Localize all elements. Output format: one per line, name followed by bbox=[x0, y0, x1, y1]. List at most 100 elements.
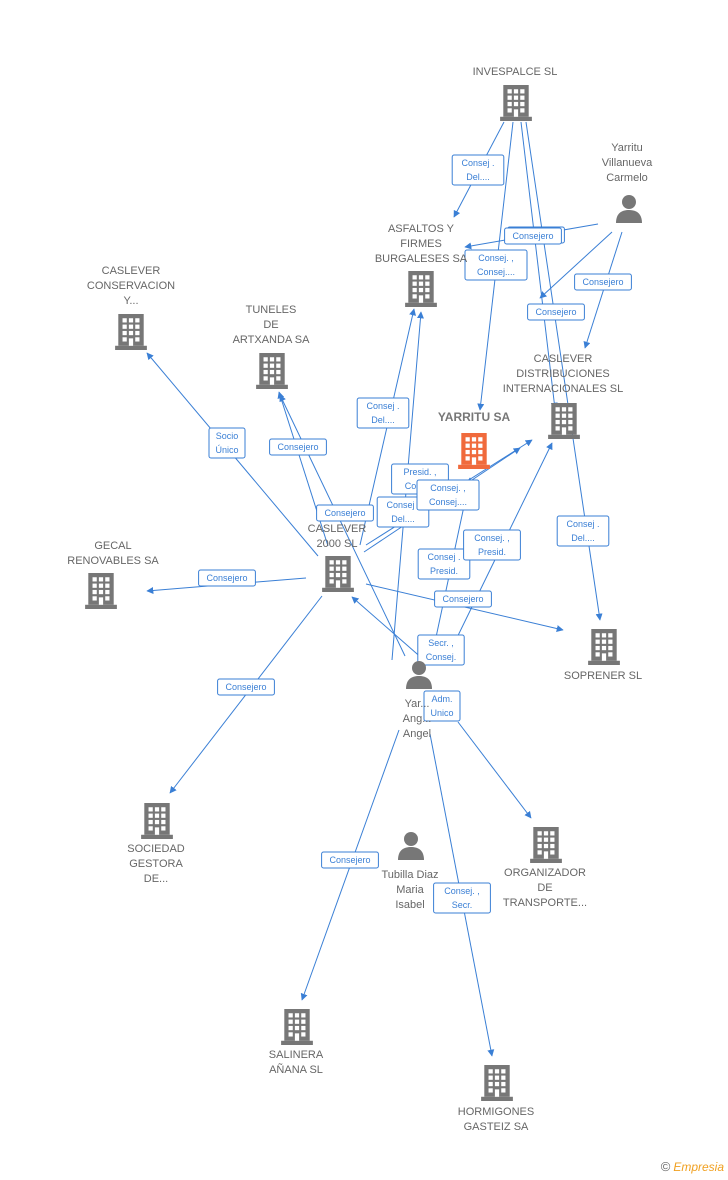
node-label: CONSERVACION bbox=[87, 280, 175, 292]
edge-label-invespalce-to-asfaltos[interactable]: Consej .Del.... bbox=[451, 154, 505, 186]
edge-label-box bbox=[504, 227, 562, 245]
node-yarritu_angel[interactable]: Yar...Ang...Angel bbox=[403, 661, 432, 740]
building-icon bbox=[322, 556, 354, 592]
edge-label-box bbox=[269, 438, 327, 456]
brand-name: Empresia bbox=[673, 1160, 724, 1174]
edge-label-box bbox=[321, 851, 379, 869]
edge-label-text: Consejero bbox=[206, 573, 247, 583]
edge-label-yarritu_villanueva-to-caslever_dist[interactable]: Consejero bbox=[527, 303, 585, 321]
node-label: TRANSPORTE... bbox=[503, 897, 587, 909]
edge-label-yarritu_angel-to-caslever_dist[interactable]: Consej. , Presid. bbox=[463, 529, 521, 561]
node-hormigones[interactable]: HORMIGONES GASTEIZ SA bbox=[458, 1065, 534, 1133]
footer-brand[interactable]: ©Empresia bbox=[661, 1159, 724, 1174]
edge-label-box bbox=[434, 590, 492, 608]
edge-label-text: Consej. bbox=[426, 652, 457, 662]
edge-label-yarritu_angel-to-asfaltos[interactable]: Consej .Presid. bbox=[417, 548, 471, 580]
edge-label-box bbox=[433, 882, 491, 914]
node-label: TUNELES bbox=[246, 304, 297, 316]
edge-yarritu_angel-to-caslever2000 bbox=[351, 596, 425, 661]
edge-label-yarritu_angel-to-salinera[interactable]: Consejero bbox=[321, 851, 379, 869]
edge-label-text: Secr. bbox=[452, 900, 473, 910]
node-label: GASTEIZ SA bbox=[464, 1121, 529, 1133]
edge-label-yarritu_angel-to-caslever2000[interactable]: Secr. , Consej. bbox=[417, 634, 465, 666]
edge-label-text: Consej . bbox=[461, 158, 494, 168]
edge-label-text: Consej.... bbox=[429, 497, 467, 507]
edge-label-text: Presid. bbox=[430, 566, 458, 576]
edge-label-invespalce-to-soprener[interactable]: Consej .Del.... bbox=[556, 515, 610, 547]
edge-label-text: Unico bbox=[430, 708, 453, 718]
edge-label-text: Consejero bbox=[324, 508, 365, 518]
node-label: CASLEVER bbox=[308, 523, 367, 535]
node-label: DE bbox=[537, 882, 552, 894]
edge-label-box bbox=[463, 529, 521, 561]
edge-label-text: Consej. , bbox=[474, 533, 510, 543]
node-label: DE... bbox=[144, 873, 168, 885]
edge-label-yarritu_angel-to-tuneles[interactable]: Consejero bbox=[316, 504, 374, 522]
edge-label-text: Socio bbox=[216, 431, 239, 441]
edge-label-text: Consej. , bbox=[444, 886, 480, 896]
node-sociedad[interactable]: SOCIEDAD GESTORA DE... bbox=[127, 803, 185, 885]
node-label: Maria bbox=[396, 884, 424, 896]
node-label: Angel bbox=[403, 728, 431, 740]
node-label: Isabel bbox=[395, 899, 424, 911]
edge-label-yarritu_angel-to-yarritu_sa[interactable]: Consej. ,Consej.... bbox=[416, 479, 480, 511]
node-label: AÑANA SL bbox=[269, 1063, 323, 1076]
edge-label-yarritu_villanueva-to-caslever_dist[interactable]: Consejero bbox=[574, 273, 632, 291]
edge-label-text: Consejero bbox=[442, 594, 483, 604]
node-label: YARRITU SA bbox=[438, 410, 511, 424]
edge-label-yarritu_angel-to-hormigones[interactable]: Consej. , Secr. bbox=[433, 882, 491, 914]
edge-label-text: Consej . bbox=[366, 401, 399, 411]
building-icon bbox=[141, 803, 173, 839]
node-label: Carmelo bbox=[606, 172, 648, 184]
node-label: SOCIEDAD bbox=[127, 843, 185, 855]
building-icon bbox=[281, 1009, 313, 1045]
node-label: HORMIGONES bbox=[458, 1106, 534, 1118]
edge-label-text: Presid. bbox=[478, 547, 506, 557]
edge-label-text: Consejero bbox=[329, 855, 370, 865]
building-icon bbox=[481, 1065, 513, 1101]
edge-label-text: Consej . bbox=[566, 519, 599, 529]
edge-label-caslever2000-to-asfaltos[interactable]: Consej .Del.... bbox=[356, 397, 410, 429]
edge-label-caslever2000-to-soprener[interactable]: Consejero bbox=[434, 590, 492, 608]
edge-label-text: Adm. bbox=[431, 694, 452, 704]
building-icon bbox=[85, 573, 117, 609]
node-organizador[interactable]: ORGANIZADOR DE TRANSPORTE... bbox=[503, 827, 587, 909]
edge-label-text: Secr. , bbox=[428, 638, 454, 648]
person-icon bbox=[398, 832, 424, 860]
edge-label-box bbox=[556, 515, 610, 547]
edge-label-box bbox=[423, 690, 461, 722]
node-yarritu_sa[interactable]: YARRITU SA bbox=[438, 410, 511, 469]
node-caslever_cons[interactable]: CASLEVERCONSERVACIONY... bbox=[87, 265, 175, 350]
edge-label-caslever2000-to-yarritu_sa[interactable]: Consej .Del.... bbox=[376, 496, 430, 528]
edge-label-box bbox=[574, 273, 632, 291]
node-invespalce[interactable]: INVESPALCE SL bbox=[473, 66, 558, 121]
edge-label-yarritu_angel-to-organizador[interactable]: Adm. Unico bbox=[423, 690, 461, 722]
node-label: ORGANIZADOR bbox=[504, 867, 586, 879]
edge-label-box bbox=[316, 504, 374, 522]
node-label: Yar... bbox=[405, 698, 430, 710]
edge-label-caslever2000-to-sociedad[interactable]: Consejero bbox=[217, 678, 275, 696]
edge-label-caslever2000-to-tuneles[interactable]: Consejero bbox=[269, 438, 327, 456]
node-label: GECAL bbox=[94, 540, 131, 552]
edge-label-box bbox=[417, 634, 465, 666]
node-label: DISTRIBUCIONES bbox=[516, 368, 610, 380]
node-soprener[interactable]: SOPRENER SL bbox=[564, 629, 642, 682]
edge-label-box bbox=[527, 303, 585, 321]
edge-label-yarritu_villanueva-to-yarritu_sa[interactable]: Consejero bbox=[504, 227, 562, 245]
edge-label-caslever2000-to-gecal[interactable]: Consejero bbox=[198, 569, 256, 587]
node-label: GESTORA bbox=[129, 858, 183, 870]
edge-label-text: Presid. , bbox=[403, 467, 436, 477]
edge-label-text: Consejero bbox=[582, 277, 623, 287]
node-label: CASLEVER bbox=[534, 353, 593, 365]
edge-label-invespalce-to-yarritu_sa[interactable]: Consej. ,Consej.... bbox=[464, 249, 528, 281]
node-label: BURGALESES SA bbox=[375, 253, 468, 265]
